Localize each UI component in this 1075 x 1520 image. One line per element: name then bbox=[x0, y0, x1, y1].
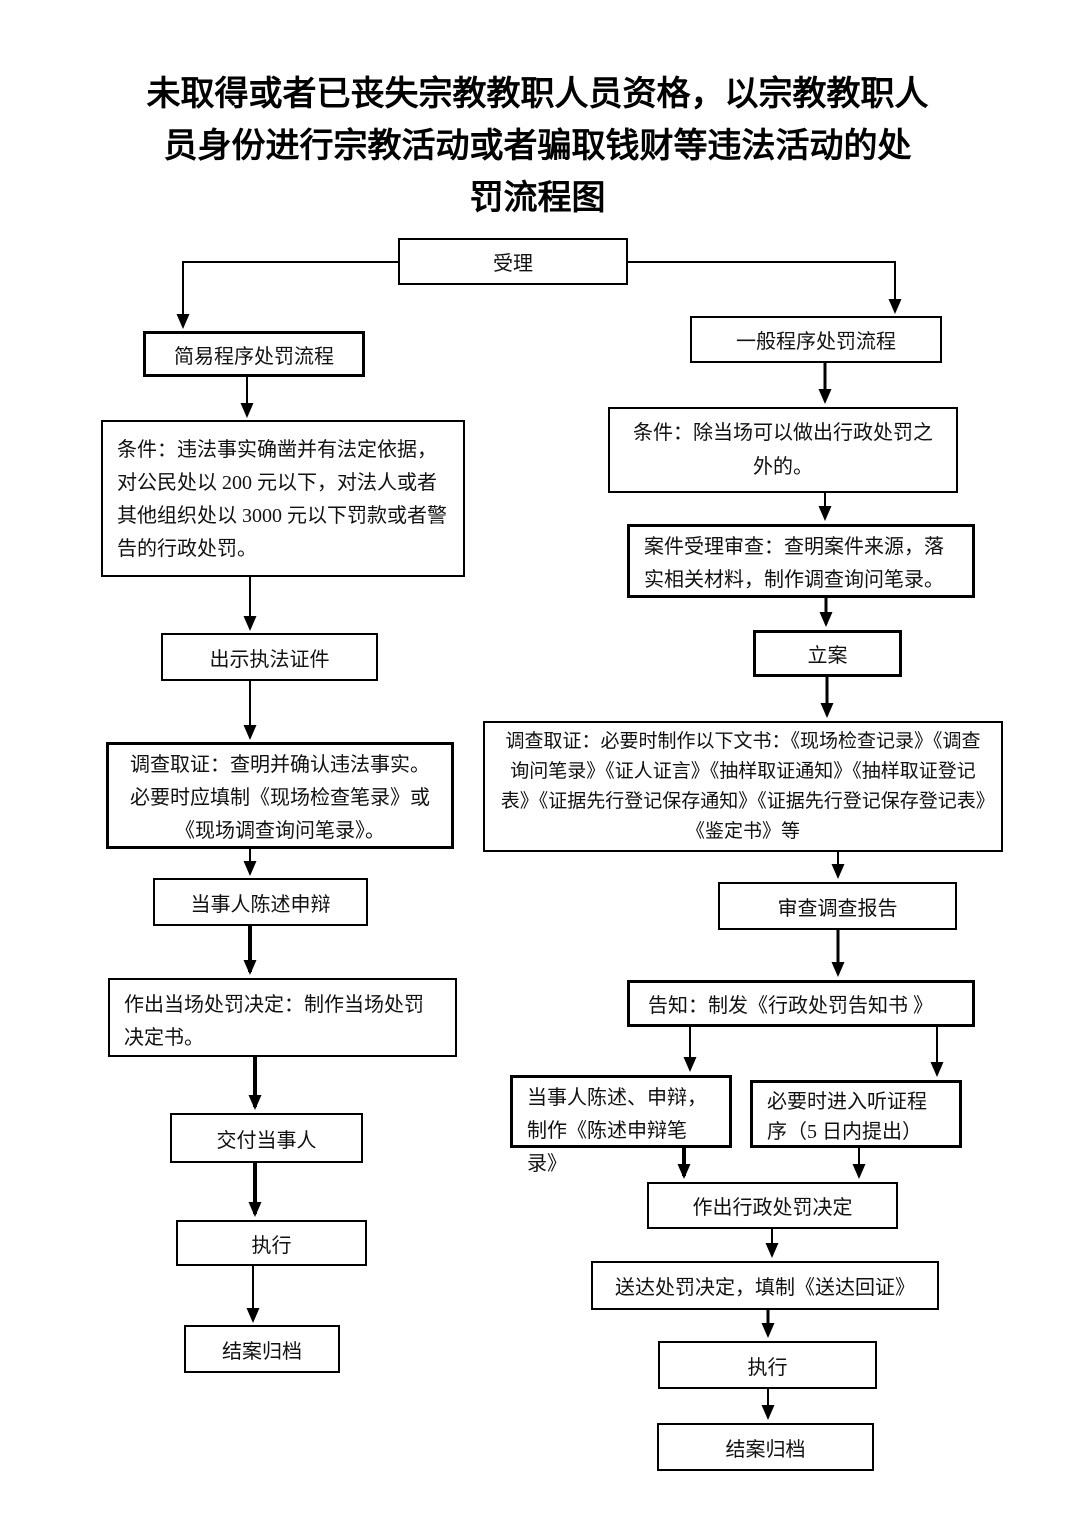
page-title: 未取得或者已丧失宗教教职人员资格，以宗教教职人 员身份进行宗教活动或者骗取钱财等… bbox=[146, 75, 929, 217]
node-simple-archive: 结案归档 bbox=[184, 1325, 340, 1373]
node-general-condition: 条件：除当场可以做出行政处罚之外的。 bbox=[608, 407, 958, 493]
node-notify: 告知：制发《行政处罚告知书 》 bbox=[627, 980, 975, 1027]
node-general-execute: 执行 bbox=[658, 1341, 877, 1389]
node-simple-condition: 条件：违法事实确凿并有法定依据，对公民处以 200 元以下，对法人或者其他组织处… bbox=[101, 420, 465, 577]
node-admin-decision: 作出行政处罚决定 bbox=[647, 1182, 898, 1229]
node-statement-defense: 当事人陈述、申辩，制作《陈述申辩笔录》 bbox=[510, 1075, 732, 1175]
node-serve-decision: 送达处罚决定，填制《送达回证》 bbox=[591, 1261, 939, 1310]
node-simple-statement: 当事人陈述申辩 bbox=[153, 878, 368, 926]
node-simple-flow: 简易程序处罚流程 bbox=[143, 331, 365, 377]
node-simple-execute: 执行 bbox=[176, 1220, 367, 1266]
node-general-archive: 结案归档 bbox=[657, 1423, 874, 1471]
node-accept: 受理 bbox=[398, 238, 628, 285]
edge-accept-to-simple-flow bbox=[176, 261, 398, 329]
edge-accept-to-general-flow bbox=[628, 261, 902, 314]
node-hearing: 必要时进入听证程序（5 日内提出） bbox=[750, 1080, 962, 1148]
node-general-flow: 一般程序处罚流程 bbox=[690, 316, 942, 363]
node-general-investigate: 调查取证：必要时制作以下文书：《现场检查记录》《调查询问笔录》《证人证言》《抽样… bbox=[483, 721, 1003, 852]
node-show-credentials: 出示执法证件 bbox=[161, 633, 378, 681]
node-deliver: 交付当事人 bbox=[170, 1113, 363, 1163]
node-case-review: 案件受理审查：查明案件来源，落实相关材料，制作调查询问笔录。 bbox=[627, 524, 975, 598]
node-simple-investigate: 调查取证：查明并确认违法事实。必要时应填制《现场检查笔录》或《现场调查询问笔录》… bbox=[106, 742, 454, 849]
node-onsite-decision: 作出当场处罚决定：制作当场处罚决定书。 bbox=[108, 978, 457, 1057]
node-review-report: 审查调查报告 bbox=[718, 882, 957, 930]
node-file-case: 立案 bbox=[753, 630, 902, 677]
